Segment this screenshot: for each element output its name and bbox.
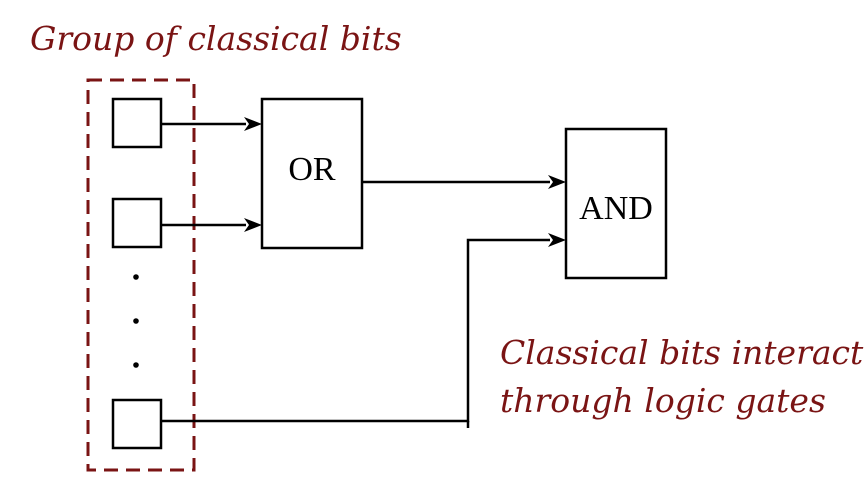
and-gate-label: AND xyxy=(579,190,653,227)
interaction-caption-line2: through logic gates xyxy=(500,381,826,420)
arrowhead-or-and xyxy=(548,175,566,189)
interaction-caption-line1: Classical bits interact xyxy=(500,333,864,372)
ellipsis-dot xyxy=(133,318,139,324)
bit-box-2 xyxy=(111,197,163,249)
group-caption: Group of classical bits xyxy=(30,19,402,58)
and-gate xyxy=(564,127,668,280)
arrowhead-bit2-or xyxy=(244,218,262,232)
ellipsis-dot xyxy=(133,274,139,280)
wire-bitn-to-and xyxy=(161,238,550,423)
bit-box-n xyxy=(111,398,163,450)
or-gate-label: OR xyxy=(288,151,336,188)
arrowhead-bitn-and xyxy=(548,233,566,247)
arrowhead-bit1-or xyxy=(244,117,262,131)
ellipsis-dot xyxy=(133,362,139,368)
bit-box-1 xyxy=(111,97,163,149)
bit-group-frame xyxy=(86,78,196,472)
or-gate xyxy=(260,97,364,250)
